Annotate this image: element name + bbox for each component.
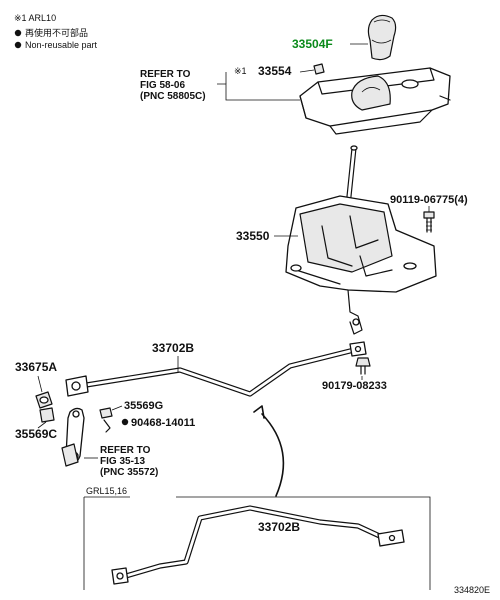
part-mark-33554: ※1 [234,66,247,76]
part-label-33675a[interactable]: 33675A [15,360,57,374]
svg-text:REFER TO: REFER TO [100,445,151,456]
part-label-33554[interactable]: 33554 [258,64,292,78]
assembly-arrow [253,405,285,497]
bushing-drawing [35,391,53,409]
grommet-drawing [355,357,371,375]
control-rod-upper-drawing [65,341,367,397]
part-label-33702b-bottom[interactable]: 33702B [258,520,300,534]
non-reusable-marker-icon [121,418,129,426]
svg-text:REFER TO: REFER TO [140,69,191,80]
leader-line [37,421,47,429]
leader-line [37,375,43,393]
legend: ※1 ARL10 再使用不可部品 Non-reusable part [14,13,98,50]
leader-line [217,83,300,101]
clip-35569c-drawing [39,407,55,423]
clip-drawing [299,63,325,75]
shift-housing-drawing [285,195,437,335]
reference-fig-35-13[interactable]: REFER TO FIG 35-13 (PNC 35572) [100,445,158,478]
pin-90468-drawing [103,419,111,433]
svg-text:(PNC 58805C): (PNC 58805C) [140,91,206,102]
svg-text:(PNC 35572): (PNC 35572) [100,467,158,478]
part-label-33702b-top[interactable]: 33702B [152,341,194,355]
shift-lever-drawing [345,145,358,207]
svg-text:FIG 35-13: FIG 35-13 [100,456,145,467]
legend-reusable: 再使用不可部品 [25,27,88,38]
leader-line [111,405,123,411]
variant-label: GRL15,16 [86,486,127,496]
control-rod-lower-drawing [111,505,405,585]
diagram-id: 334820E [454,585,490,595]
svg-text:FIG 58-06: FIG 58-06 [140,80,185,91]
part-label-35569g[interactable]: 35569G [124,400,163,412]
link-arm-drawing [61,407,85,467]
part-label-90179[interactable]: 90179-08233 [322,380,387,392]
variant-box: GRL15,16 [83,486,431,590]
part-label-35569c[interactable]: 35569C [15,427,57,441]
bolt-drawing [423,211,435,233]
clip-35569g-drawing [99,407,113,419]
part-label-33550[interactable]: 33550 [236,229,270,243]
bullet-icon [14,29,22,37]
console-bezel-drawing [299,67,451,135]
part-label-knob[interactable]: 33504F [292,37,333,51]
legend-non-reusable: Non-reusable part [25,40,98,50]
reference-fig-58-06[interactable]: REFER TO FIG 58-06 (PNC 58805C) [140,69,206,102]
bullet-icon [14,41,22,49]
shift-knob-drawing [350,14,397,61]
legend-note: ※1 ARL10 [14,13,56,23]
part-label-90468[interactable]: 90468-14011 [131,417,195,429]
part-label-90119[interactable]: 90119-06775(4) [390,194,468,206]
